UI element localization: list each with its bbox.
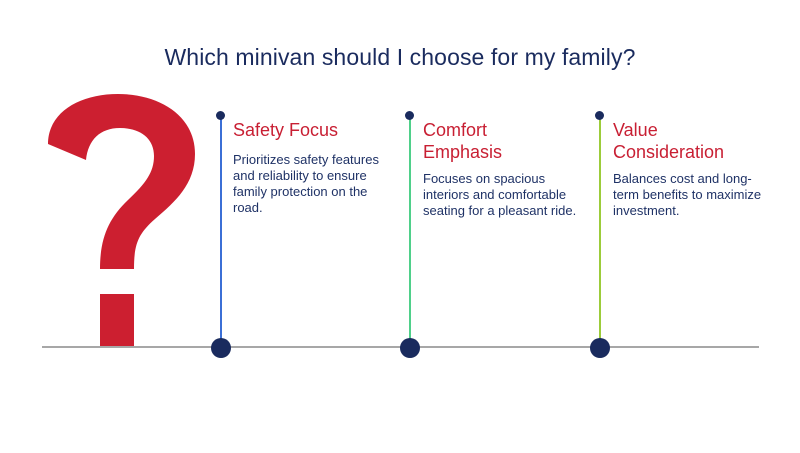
question-mark-icon (48, 94, 195, 347)
timeline-node-comfort (400, 338, 420, 358)
page-title: Which minivan should I choose for my fam… (164, 44, 636, 70)
timeline-node-value (590, 338, 610, 358)
timeline-stem-comfort (409, 117, 411, 347)
timeline-top-dot-comfort (405, 111, 414, 120)
timeline-stem-value (599, 117, 601, 347)
safety-focus-heading: Safety Focus (233, 120, 339, 140)
comfort-emphasis-heading: Comfort Emphasis (423, 120, 503, 162)
comfort-emphasis-description: Focuses on spacious interiors and comfor… (423, 171, 577, 218)
value-consideration-description: Balances cost and long-term benefits to … (613, 171, 762, 218)
timeline-stem-safety (220, 117, 222, 347)
timeline-top-dot-value (595, 111, 604, 120)
safety-focus-description: Prioritizes safety features and reliabil… (233, 152, 379, 215)
timeline-node-safety (211, 338, 231, 358)
value-consideration-heading: Value Consideration (613, 120, 725, 162)
timeline-top-dot-safety (216, 111, 225, 120)
